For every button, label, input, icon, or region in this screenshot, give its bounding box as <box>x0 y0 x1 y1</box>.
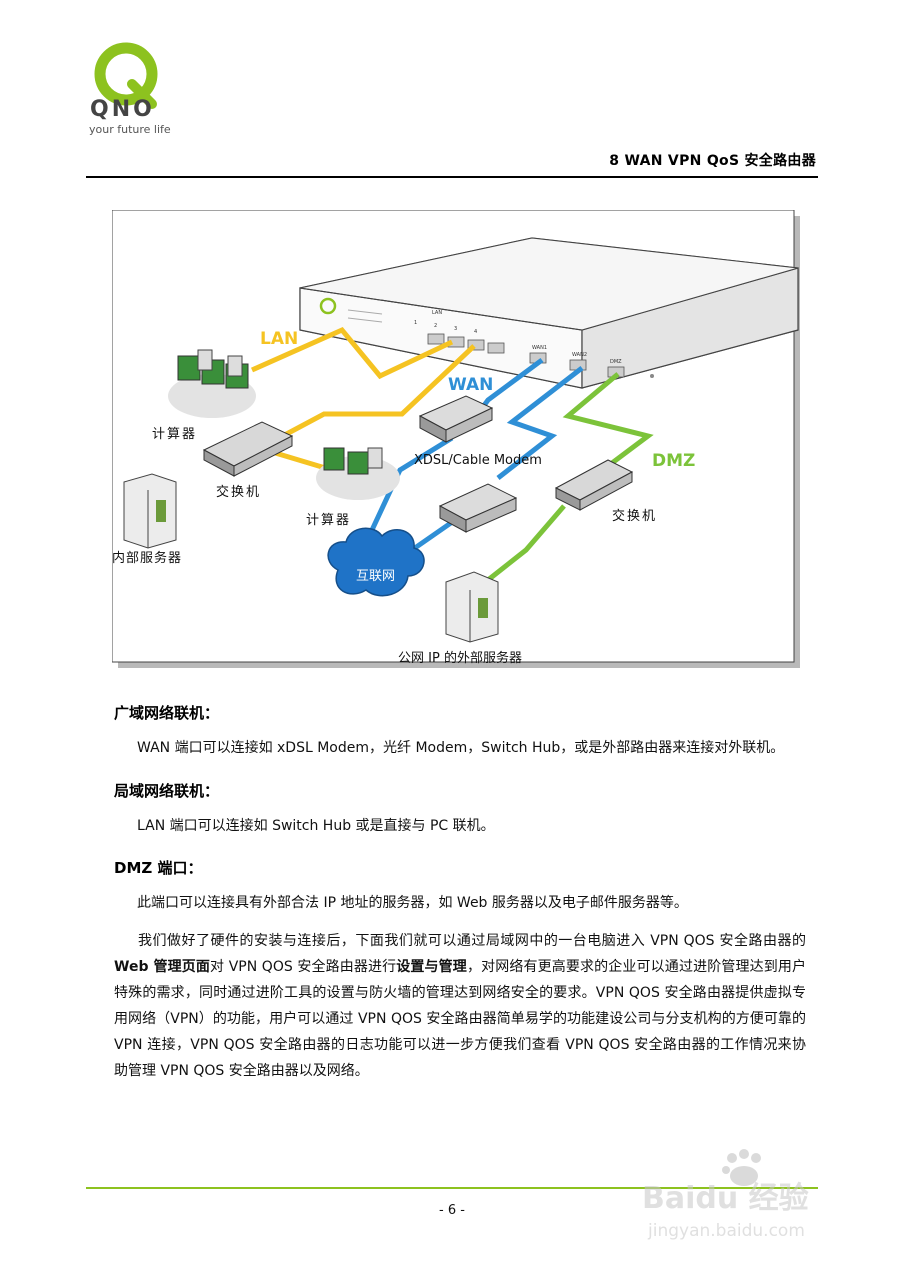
computer-2-label: 计算器 <box>306 513 351 528</box>
switch-2-label: 交换机 <box>612 508 657 524</box>
dmz-cable-1 <box>562 372 654 474</box>
lan-port-1 <box>427 333 445 345</box>
dmz-port-label: DMZ <box>610 359 622 365</box>
watermark-brand: Baidu 经验 <box>642 1181 809 1216</box>
lan-port-2-label: 2 <box>434 323 437 329</box>
lan-port-1-label: 1 <box>414 320 417 326</box>
baidu-jingyan-watermark: Baidu 经验 jingyan.baidu.com <box>642 1149 809 1241</box>
wan1-label: WAN1 <box>532 345 547 351</box>
watermark-url: jingyan.baidu.com <box>647 1221 805 1241</box>
internal-server-label: 内部服务器 <box>112 550 182 566</box>
body-emphasis-setup: 设置与管理 <box>396 959 467 975</box>
wan-section-text: WAN 端口可以连接如 xDSL Modem，光纤 Modem，Switch H… <box>137 740 785 756</box>
switch-1-icon <box>202 421 294 477</box>
dmz-cable-2 <box>486 504 566 582</box>
body-text-part-2: 对 VPN QOS 安全路由器进行 <box>210 959 397 975</box>
wan2-label: WAN2 <box>572 352 587 358</box>
switch-1-label: 交换机 <box>216 484 261 500</box>
wan-zone-label: WAN <box>448 375 493 395</box>
internal-server-icon <box>123 473 177 549</box>
paw-icon <box>722 1149 761 1186</box>
page-number: - 6 - <box>439 1203 465 1218</box>
wan-cable-2 <box>369 435 454 532</box>
document-title: 8 WAN VPN QoS 安全路由器 <box>609 153 816 169</box>
lan-group-label: LAN <box>432 310 442 316</box>
wan-section-heading: 广域网络联机： <box>114 704 220 722</box>
switch-2-icon <box>554 459 634 511</box>
body-text-part-3: ，对网络有更高要求的企业可以通过进阶管理达到用户特殊的需求，同时通过进阶工具的设… <box>114 959 807 1079</box>
modem-2-icon <box>438 483 518 533</box>
footer-divider <box>86 1187 818 1189</box>
lan-port-4 <box>487 342 505 354</box>
body-text-part-1: 我们做好了硬件的安装与连接后，下面我们就可以通过局域网中的一台电脑进入 VPN … <box>138 933 806 949</box>
power-led-icon <box>650 374 654 378</box>
header-divider <box>86 176 818 178</box>
wan-cable-3 <box>496 366 584 480</box>
network-diagram: LAN 1 2 3 4 WAN1 WAN2 DMZ 计算器 <box>112 210 800 668</box>
internet-label: 互联网 <box>356 569 395 584</box>
dmz-section-heading: DMZ 端口： <box>114 859 203 877</box>
lan-cable-2 <box>262 344 476 449</box>
computer-group-1-icon <box>168 349 256 418</box>
lan-section-text: LAN 端口可以连接如 Switch Hub 或是直接与 PC 联机。 <box>137 818 495 834</box>
body-paragraph: 我们做好了硬件的安装与连接后，下面我们就可以通过局域网中的一台电脑进入 VPN … <box>114 928 806 1084</box>
qno-logo: QNO <box>90 42 158 122</box>
internet-cloud-icon <box>327 527 425 597</box>
body-emphasis-web-admin: Web 管理页面 <box>114 959 211 975</box>
logo-tagline: your future life <box>89 123 171 136</box>
lan-zone-label: LAN <box>260 329 298 349</box>
lan-port-4-label: 4 <box>474 329 477 335</box>
router-logo-icon <box>319 297 337 315</box>
lan-port-3-label: 3 <box>454 326 457 332</box>
lan-cable-1 <box>250 326 454 380</box>
dmz-section-text: 此端口可以连接具有外部合法 IP 地址的服务器，如 Web 服务器以及电子邮件服… <box>137 895 688 911</box>
modem-label: XDSL/Cable Modem <box>414 453 542 468</box>
computer-1-label: 计算器 <box>152 427 197 442</box>
external-server-icon <box>445 571 499 643</box>
external-server-label: 公网 IP 的外部服务器 <box>398 650 522 666</box>
logo-wordmark: QNO <box>90 97 155 122</box>
modem-1-icon <box>418 395 494 443</box>
lan-port-3 <box>467 339 485 351</box>
router-device: LAN 1 2 3 4 WAN1 WAN2 DMZ <box>299 237 799 389</box>
computer-group-2-icon <box>316 447 400 500</box>
dmz-zone-label: DMZ <box>652 451 695 471</box>
lan-section-heading: 局域网络联机： <box>114 782 220 800</box>
